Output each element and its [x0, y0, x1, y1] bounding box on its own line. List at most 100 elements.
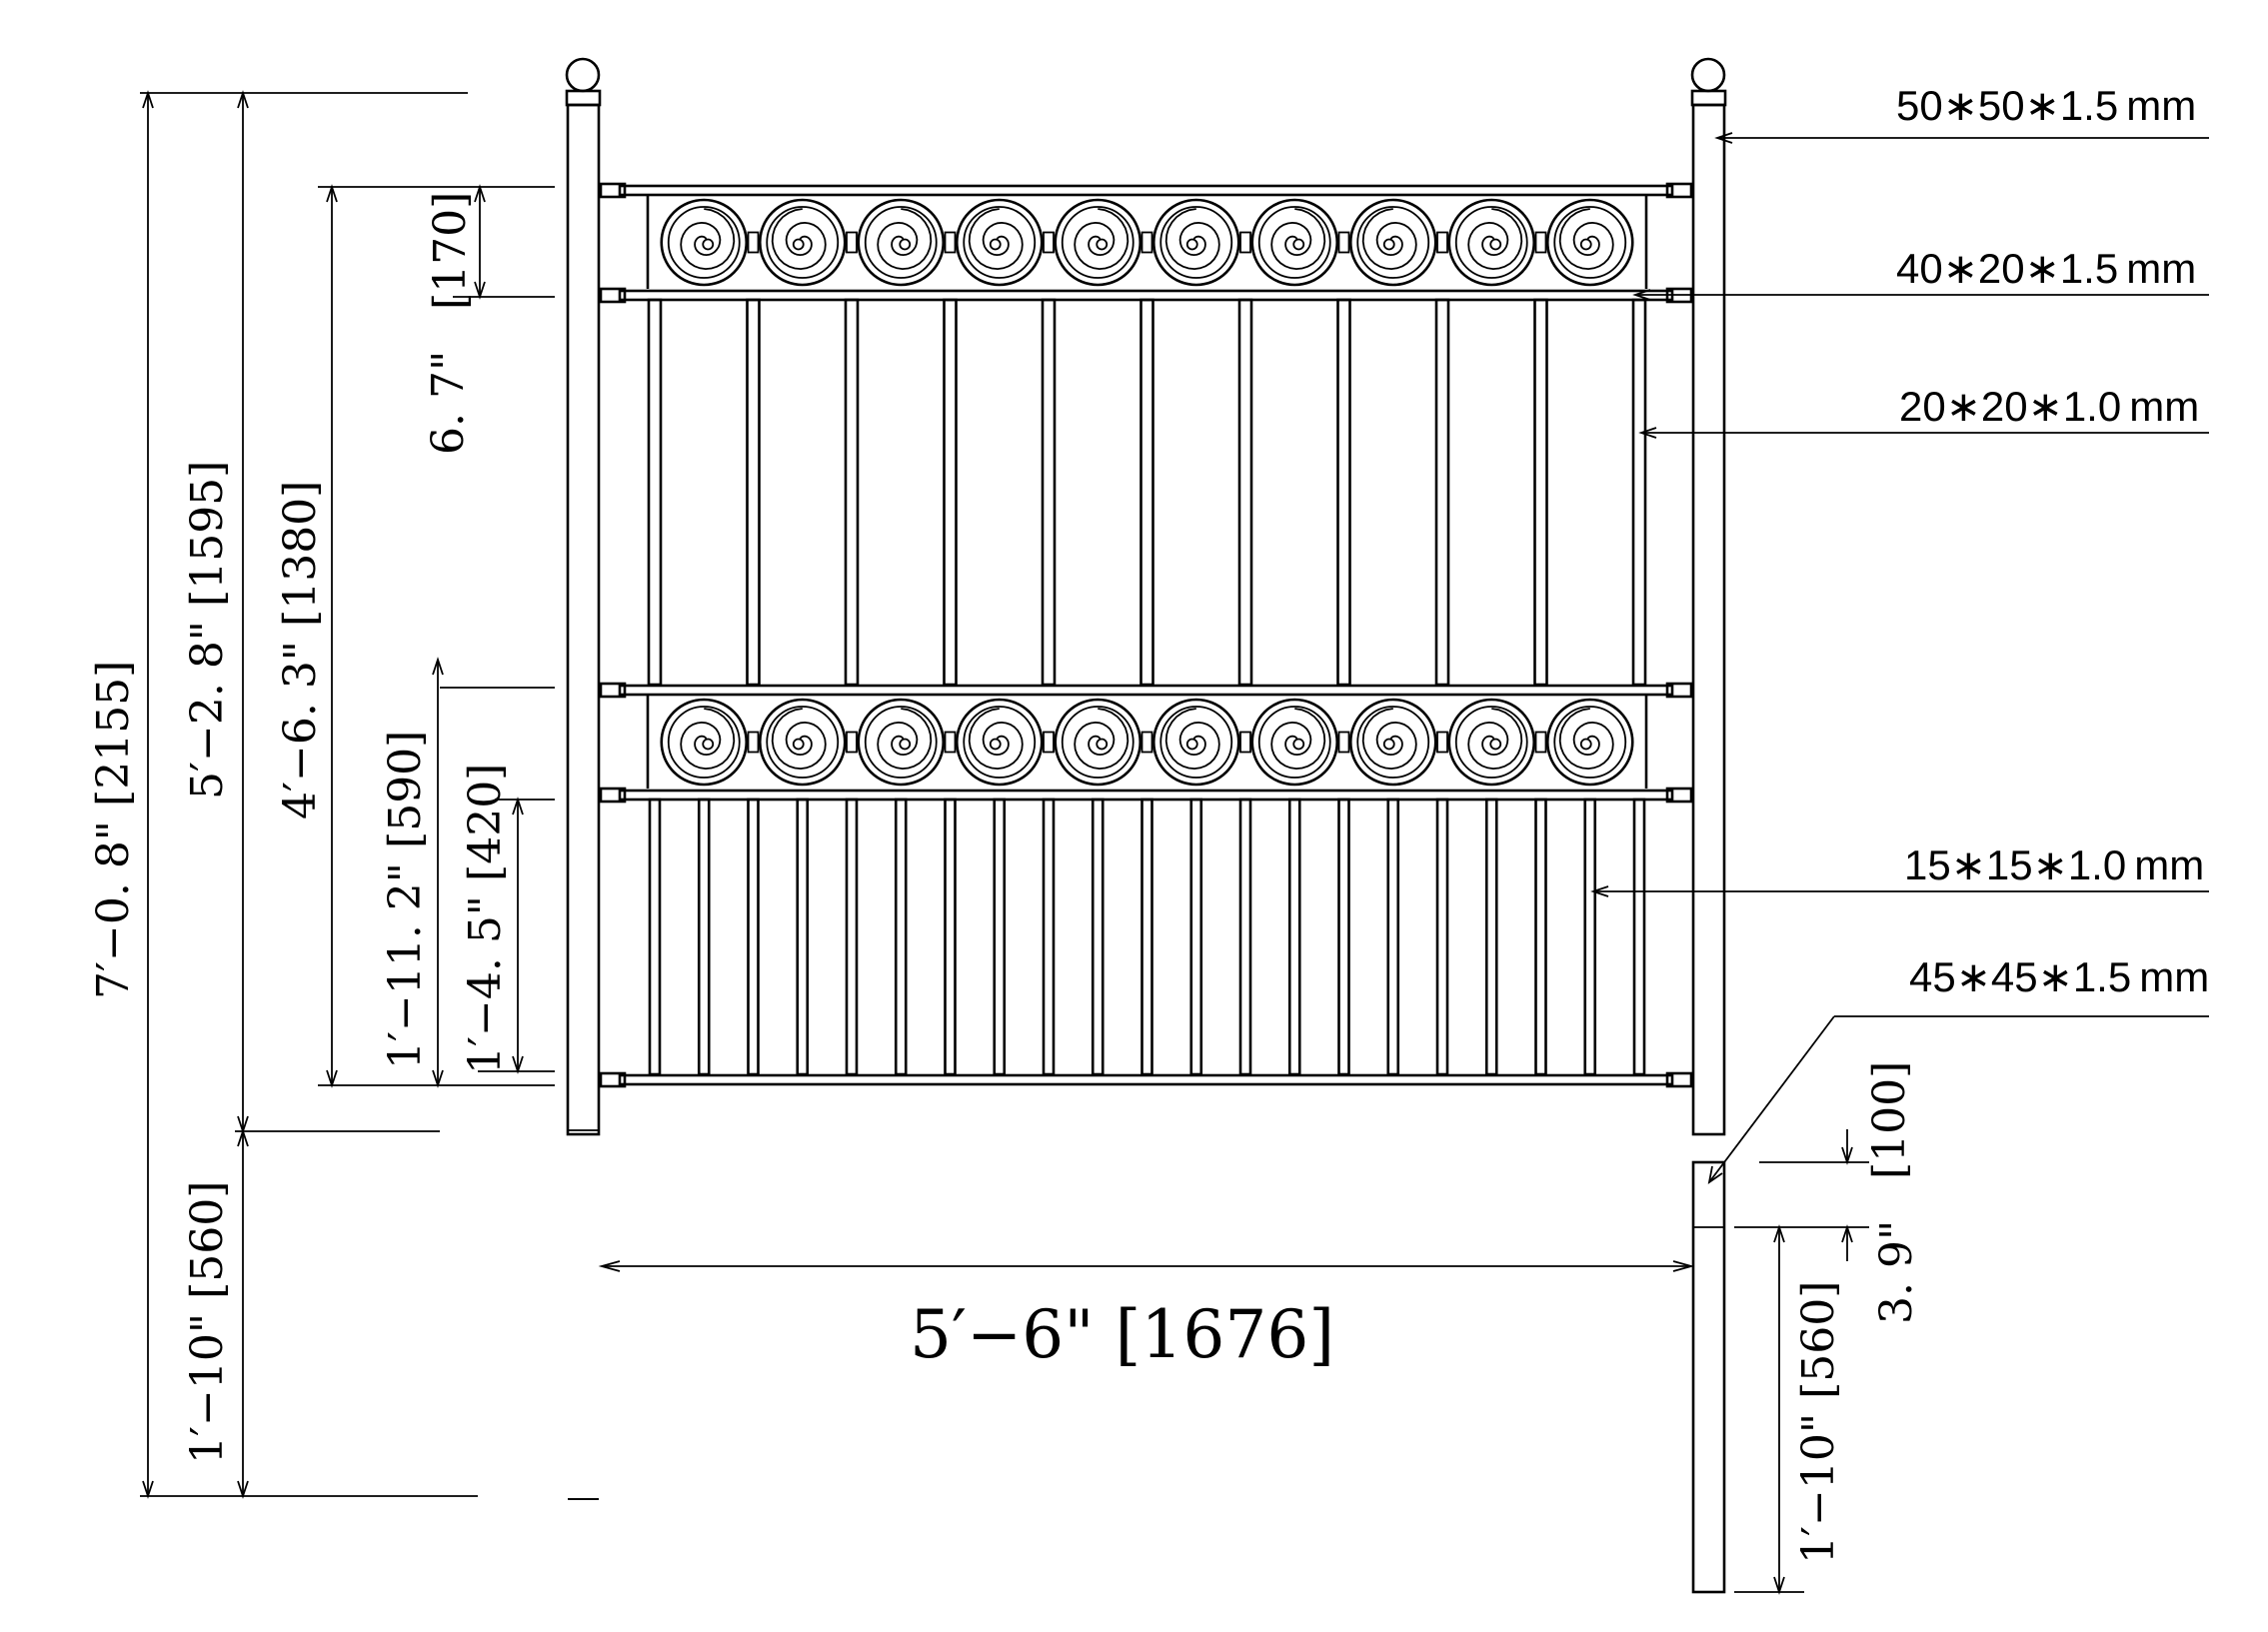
scroll-eye: [1579, 738, 1592, 751]
scroll-circle: [1151, 198, 1240, 287]
scroll-circle: [1447, 698, 1536, 787]
scroll-circle: [955, 198, 1044, 287]
scroll-circle: [1545, 698, 1634, 787]
scroll-circle-inner: [963, 706, 1037, 779]
svg-text:15∗15∗1.0mm: 15∗15∗1.0mm: [1904, 841, 2204, 888]
scroll-connector: [1043, 231, 1055, 254]
panel-height-dim: 4′−6. 3" [1380]: [275, 481, 326, 819]
scroll-spiral: [1270, 208, 1326, 271]
scroll-spiral: [877, 708, 933, 771]
scroll-spiral: [1558, 208, 1614, 271]
svg-text:50∗50∗1.5mm: 50∗50∗1.5mm: [1896, 82, 2196, 129]
scroll-connector: [1436, 731, 1448, 754]
upper-picket: [1533, 298, 1548, 687]
scroll-circle-inner: [963, 206, 1037, 279]
scroll-eye: [989, 738, 1002, 751]
left-post: [565, 57, 602, 1500]
scroll-connector: [747, 731, 760, 754]
rail-bracket: [1665, 182, 1693, 199]
scroll-connector: [1140, 731, 1153, 754]
lower-picket: [1091, 798, 1105, 1076]
left-dimension-lines: [140, 90, 555, 1499]
scroll-spiral: [1270, 708, 1326, 771]
scroll-circle: [1348, 198, 1437, 287]
scroll-circle: [660, 698, 749, 787]
rail-bracket: [599, 682, 627, 699]
scroll-spiral: [680, 708, 736, 771]
scroll-eye: [1096, 738, 1109, 751]
scroll-circle-inner: [1159, 706, 1233, 779]
upper-picket: [943, 298, 958, 687]
scroll-connector: [944, 731, 957, 754]
rail-bracket: [599, 182, 627, 199]
top-band-inches-dim: 6. 7": [423, 351, 474, 455]
scroll-eye: [1292, 238, 1305, 251]
upper-picket: [746, 298, 761, 687]
scroll-circle-inner: [864, 706, 938, 779]
scroll-connector: [944, 231, 957, 254]
scroll-spiral: [1361, 208, 1417, 271]
lower-picket: [1386, 798, 1400, 1076]
scroll-circle: [1447, 198, 1536, 287]
lower-picket: [1287, 798, 1301, 1076]
scroll-spiral: [771, 208, 827, 271]
scroll-circle-inner: [1159, 206, 1233, 279]
lower-picket: [1189, 798, 1203, 1076]
scroll-eye: [899, 738, 912, 751]
scroll-circle: [1054, 198, 1142, 287]
scroll-circle-inner: [864, 206, 938, 279]
scroll-circle-inner: [667, 206, 741, 279]
scroll-circle: [1151, 698, 1240, 787]
lower-picket: [796, 798, 810, 1076]
scroll-spiral: [1164, 208, 1220, 271]
scroll-connector: [1436, 231, 1448, 254]
upper-picket: [844, 298, 860, 687]
scroll-spiral: [1467, 208, 1523, 271]
upper-picket: [647, 298, 663, 687]
gate-post-embed-dim: 1′−10" [560]: [1793, 1281, 1844, 1564]
scroll-connector: [1140, 231, 1153, 254]
scroll-eye: [1382, 238, 1395, 251]
scroll-spiral: [968, 208, 1024, 271]
scroll-spiral: [1074, 708, 1130, 771]
lower-picket: [993, 798, 1007, 1076]
scroll-connector: [1534, 231, 1547, 254]
overall-width-dim: 5′−6" [1676]: [910, 1296, 1334, 1373]
rail: [618, 684, 1674, 697]
lower-picket: [1042, 798, 1056, 1076]
scroll-eye: [1292, 738, 1305, 751]
scroll-circle-inner: [1553, 206, 1627, 279]
lower-pickets: [648, 798, 1646, 1076]
scroll-connector: [846, 731, 858, 754]
lower-picket-height-dim: 1′−4. 5" [420]: [460, 764, 511, 1074]
lower-picket: [1583, 798, 1597, 1076]
scroll-circle: [1250, 198, 1339, 287]
upper-scroll-band: [646, 196, 1648, 289]
scroll-eye: [792, 238, 805, 251]
lower-picket: [648, 798, 662, 1076]
scroll-circle: [758, 198, 847, 287]
scroll-circle-inner: [766, 206, 840, 279]
scroll-circle-inner: [1257, 206, 1331, 279]
scroll-eye: [792, 738, 805, 751]
upper-picket: [1041, 298, 1057, 687]
lower-picket: [1484, 798, 1498, 1076]
scroll-circle-inner: [1356, 206, 1430, 279]
lower-picket: [894, 798, 908, 1076]
width-dimension-line: [598, 1260, 1695, 1272]
rail: [618, 1073, 1674, 1086]
scroll-spiral: [1467, 708, 1523, 771]
total-height-dim: 7′−0. 8" [2155]: [88, 661, 139, 999]
scroll-spiral: [680, 208, 736, 271]
upper-picket: [1139, 298, 1154, 687]
lower-section-height-dim: 1′−11. 2" [590]: [380, 731, 431, 1069]
upper-picket: [1336, 298, 1351, 687]
rail: [618, 184, 1674, 197]
lower-picket: [1238, 798, 1252, 1076]
scroll-eye: [702, 238, 715, 251]
upper-pickets: [647, 298, 1647, 687]
top-band-mm-dim: [170]: [425, 192, 476, 310]
scroll-connector: [747, 231, 760, 254]
